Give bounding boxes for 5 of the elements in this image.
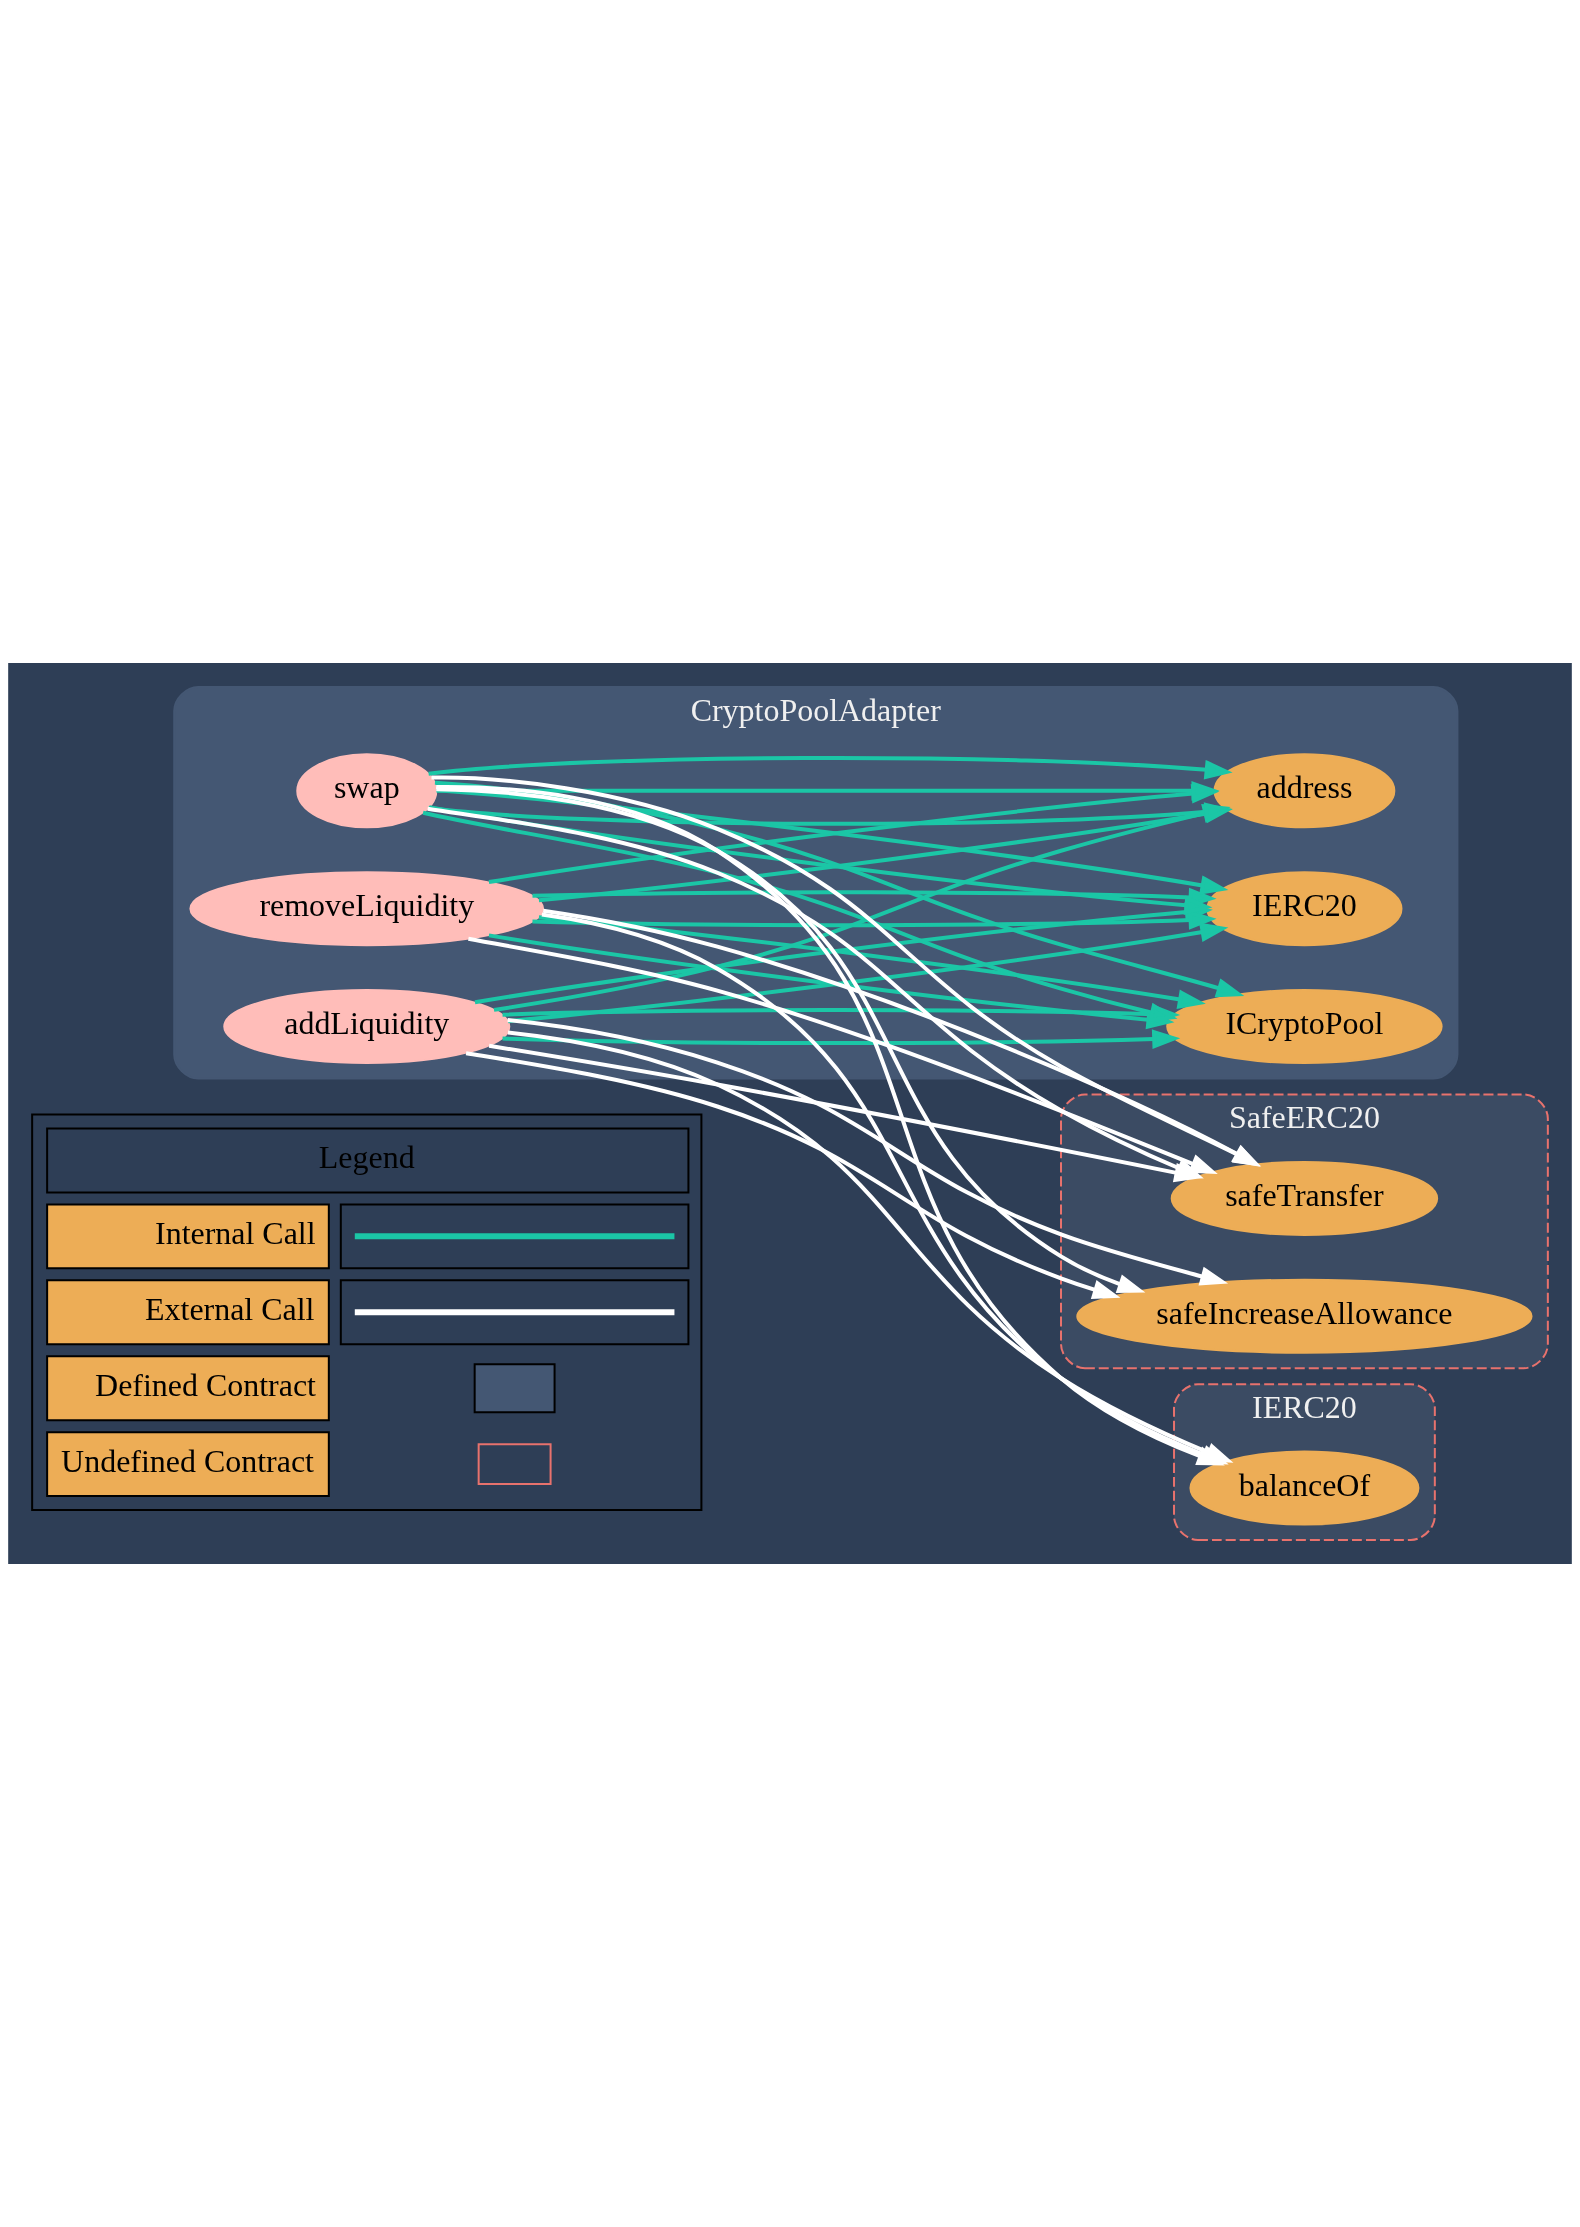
legend-label: Defined Contract bbox=[95, 1367, 317, 1403]
legend-label: Internal Call bbox=[155, 1215, 316, 1251]
legend-label: Undefined Contract bbox=[61, 1443, 315, 1479]
label: Legend bbox=[318, 1140, 415, 1176]
legend-label: External Call bbox=[145, 1291, 315, 1327]
